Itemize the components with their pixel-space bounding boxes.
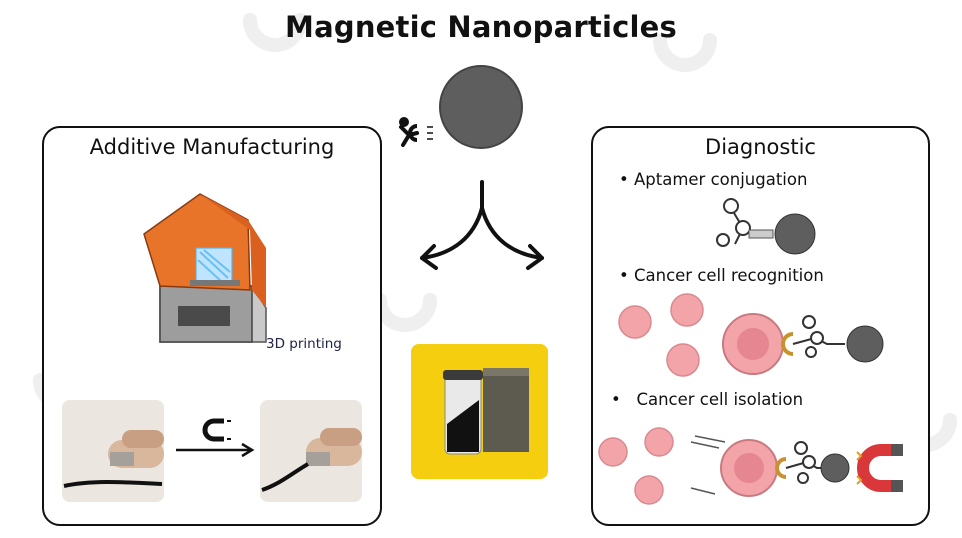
- panel-title-diagnostic: Diagnostic: [705, 135, 816, 159]
- printer-caption: 3D printing: [266, 336, 342, 352]
- 3d-printer-icon: [143, 193, 267, 343]
- page-title: Magnetic Nanoparticles: [285, 10, 677, 44]
- arrow-left-icon: [420, 206, 484, 260]
- arrow-right-icon: [480, 206, 544, 260]
- arrow-icon: [176, 442, 255, 458]
- bullet-item: • Cancer cell isolation: [611, 390, 804, 409]
- magnet-icon: [202, 418, 231, 442]
- branch-arrows: [420, 180, 544, 270]
- photo-magnet-before: [62, 400, 164, 502]
- bullet-cancer-cell-isolation: Cancer cell isolation: [636, 390, 804, 409]
- cancer-recognition-illustration: [618, 293, 884, 377]
- person-pulling-magnet-icon: [399, 117, 433, 147]
- additive-manufacturing-panel: Additive Manufacturing 3D printing: [42, 126, 382, 526]
- ferrofluid-photo: [411, 344, 548, 479]
- bullet-item: • Aptamer conjugation: [619, 170, 808, 189]
- diagnostic-panel: Diagnostic • Aptamer conjugation • Cance…: [591, 126, 930, 526]
- cancer-isolation-illustration: [598, 427, 903, 505]
- bullet-cancer-cell-recognition: Cancer cell recognition: [633, 266, 824, 285]
- photo-magnet-after: [260, 400, 362, 502]
- bullet-item: • Cancer cell recognition: [619, 266, 824, 285]
- panel-title-additive: Additive Manufacturing: [89, 135, 335, 159]
- aptamer-nanoparticle-icon: [716, 198, 816, 255]
- magnet-icon: [856, 444, 903, 492]
- bullet-aptamer-conjugation: Aptamer conjugation: [633, 170, 808, 189]
- nanoparticle-icon: [439, 65, 523, 149]
